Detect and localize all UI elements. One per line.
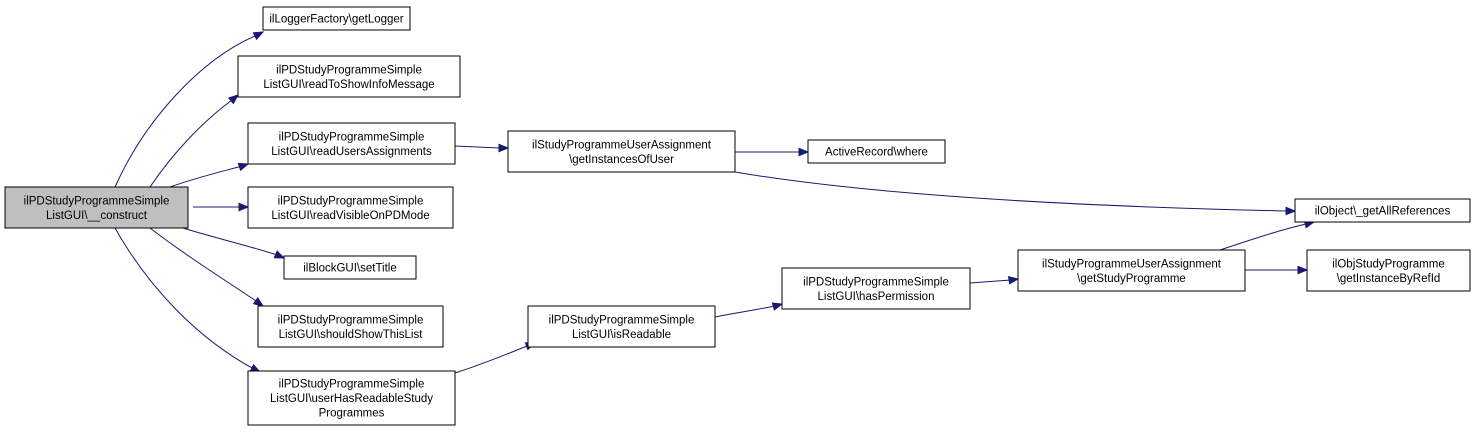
arrowhead-icon (273, 250, 286, 259)
node-getInstanceByRefId[interactable]: ilObjStudyProgramme \getInstanceByRefId (1306, 249, 1471, 292)
node-label: ilStudyProgrammeUserAssignment (1042, 258, 1222, 270)
edge-getInstancesOfUser-to-where (735, 147, 810, 157)
node-hasPermission[interactable]: ilPDStudyProgrammeSimpleListGUI\hasPermi… (781, 267, 971, 310)
arrowhead-icon (1007, 276, 1020, 285)
node-label: ilPDStudyProgrammeSimple (276, 64, 422, 76)
node-label: \getStudyProgramme (1077, 273, 1186, 285)
arrowhead-icon (798, 147, 810, 157)
node-box (237, 55, 461, 98)
node-label: ActiveRecord\where (825, 147, 928, 159)
node-label: ListGUI\shouldShowThisList (279, 329, 424, 341)
node-label: ilStudyProgrammeUserAssignment (532, 139, 712, 151)
node-box (257, 305, 444, 348)
node-readToShowInfoMessage[interactable]: ilPDStudyProgrammeSimpleListGUI\readToSh… (237, 55, 461, 98)
node-label: ilPDStudyProgrammeSimple (803, 276, 949, 288)
node-label: ilPDStudyProgrammeSimple (278, 314, 424, 326)
edge-line (169, 165, 243, 188)
node-label: ilObjStudyProgramme (1332, 258, 1444, 270)
node-construct[interactable]: ilPDStudyProgrammeSimpleListGUI\__constr… (4, 186, 189, 229)
node-box (1017, 249, 1246, 292)
node-getAllReferences[interactable]: ilObject\_getAllReferences (1294, 198, 1471, 223)
node-box (247, 186, 454, 229)
edge-hasPermission-to-getStudyProgramme (969, 276, 1020, 285)
edge-line (114, 227, 255, 370)
node-box (1294, 198, 1471, 223)
node-box (527, 305, 716, 348)
edge-getInstancesOfUser-to-getAllReferences (734, 171, 1297, 216)
node-label: \getInstancesOfUser (569, 154, 674, 166)
edge-line (149, 99, 233, 188)
node-label: ilBlockGUI\setTitle (303, 263, 397, 275)
edge-line (454, 145, 501, 149)
arrowhead-icon (1285, 206, 1297, 216)
edge-construct-to-readUsersAssignments (169, 162, 250, 188)
edge-construct-to-readToShowInfoMessage (149, 94, 240, 188)
edge-line (114, 35, 256, 188)
edge-line (454, 345, 528, 374)
edge-readUsersAssignments-to-getInstancesOfUser (454, 143, 510, 153)
node-label: ilObject\_getAllReferences (1315, 206, 1451, 218)
node-label: ilPDStudyProgrammeSimple (279, 379, 425, 391)
node-label: ilPDStudyProgrammeSimple (279, 131, 425, 143)
node-label: ListGUI\userHasReadableStudy (270, 393, 433, 405)
node-label: ListGUI\__construct (46, 210, 148, 222)
node-getLogger[interactable]: ilLoggerFactory\getLogger (262, 6, 411, 31)
node-setTitle[interactable]: ilBlockGUI\setTitle (283, 255, 417, 280)
edge-construct-to-setTitle (182, 227, 286, 259)
node-readUsersAssignments[interactable]: ilPDStudyProgrammeSimpleListGUI\readUser… (247, 122, 456, 165)
edge-isReadable-to-hasPermission (714, 302, 784, 318)
edge-line (182, 227, 278, 256)
node-box (807, 139, 946, 164)
node-box (781, 267, 971, 310)
node-box (247, 370, 456, 426)
arrowhead-icon (237, 162, 250, 172)
node-shouldShowThisList[interactable]: ilPDStudyProgrammeSimpleListGUI\shouldSh… (257, 305, 444, 348)
edge-construct-to-userHasReadable (114, 227, 262, 373)
edge-line (969, 279, 1012, 284)
node-box (262, 6, 411, 31)
edge-line (734, 171, 1289, 212)
node-label: ListGUI\readUsersAssignments (271, 146, 432, 158)
arrowhead-icon (238, 202, 250, 212)
node-box (4, 186, 189, 229)
edge-construct-to-getLogger (114, 31, 265, 188)
arrowhead-icon (252, 296, 265, 307)
edge-userHasReadable-to-isReadable (454, 342, 537, 374)
arrowhead-icon (1297, 265, 1309, 275)
node-label: ilPDStudyProgrammeSimple (24, 195, 170, 207)
node-box (247, 122, 456, 165)
node-label: ilPDStudyProgrammeSimple (549, 314, 695, 326)
arrowhead-icon (227, 94, 240, 105)
node-label: ListGUI\readVisibleOnPDMode (271, 210, 429, 222)
node-box (283, 255, 417, 280)
edges-layer (114, 31, 1316, 374)
arrowhead-icon (252, 31, 265, 41)
node-getStudyProgramme[interactable]: ilStudyProgrammeUserAssignment \getStudyP… (1017, 249, 1246, 292)
node-label: ListGUI\hasPermission (818, 291, 935, 303)
arrowhead-icon (771, 302, 784, 311)
node-label: ListGUI\readToShowInfoMessage (263, 79, 434, 91)
node-label: \getInstanceByRefId (1337, 273, 1441, 285)
node-userHasReadable[interactable]: ilPDStudyProgrammeSimpleListGUI\userHasR… (247, 370, 456, 426)
node-box (507, 130, 736, 173)
edge-construct-to-readVisibleOnPDMode (193, 202, 250, 212)
edge-line (149, 227, 257, 302)
edge-getStudyProgramme-to-getAllReferences (1219, 220, 1316, 251)
node-box (1306, 249, 1471, 292)
node-getInstancesOfUser[interactable]: ilStudyProgrammeUserAssignment \getInstan… (507, 130, 736, 173)
arrowhead-icon (498, 143, 510, 153)
nodes-layer: ilPDStudyProgrammeSimpleListGUI\__constr… (4, 6, 1471, 426)
node-label: ListGUI\isReadable (572, 329, 671, 341)
node-readVisibleOnPDMode[interactable]: ilPDStudyProgrammeSimpleListGUI\readVisi… (247, 186, 454, 229)
node-where[interactable]: ActiveRecord\where (807, 139, 946, 164)
edge-construct-to-shouldShowThisList (149, 227, 265, 307)
edge-getStudyProgramme-to-getInstanceByRefId (1245, 265, 1309, 275)
node-isReadable[interactable]: ilPDStudyProgrammeSimpleListGUI\isReadab… (527, 305, 716, 348)
node-label: ilLoggerFactory\getLogger (269, 14, 403, 26)
node-label: ilPDStudyProgrammeSimple (278, 195, 424, 207)
edge-line (1219, 223, 1307, 251)
node-label: Programmes (319, 408, 385, 420)
edge-line (714, 305, 776, 318)
